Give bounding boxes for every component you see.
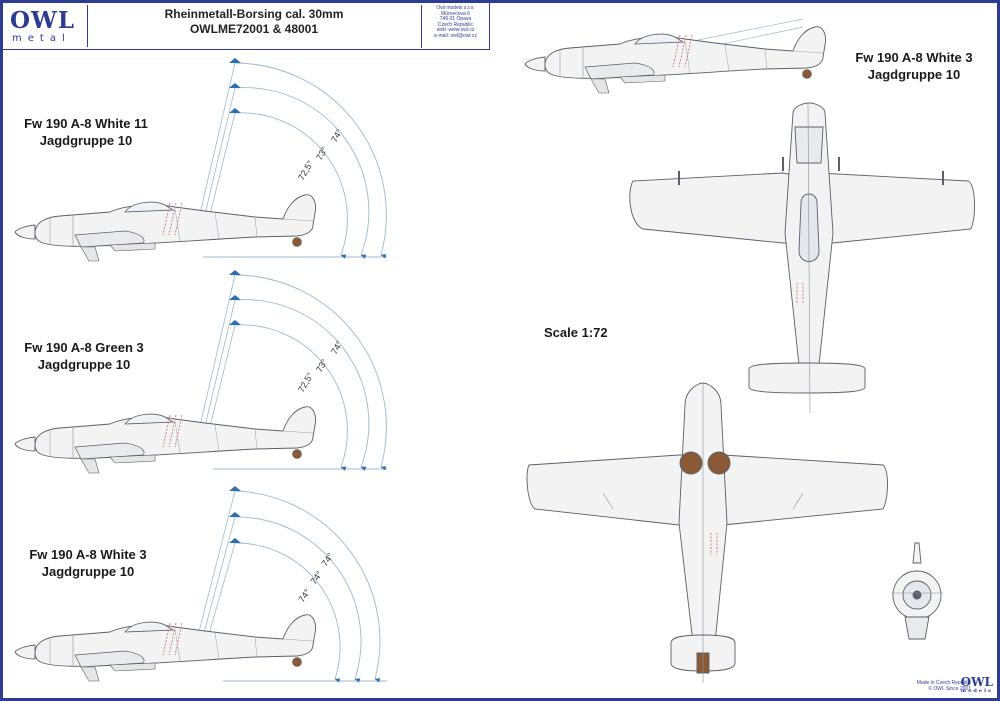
title-line-2: OWLME72001 & 48001: [189, 22, 319, 36]
caption-name: Fw 190 A-8 White 3: [29, 547, 147, 562]
angle-label: 72,5°: [296, 370, 315, 394]
address-line: Czech Republic: [437, 21, 474, 28]
footer-logo-text: OWL: [960, 675, 993, 689]
caption-profile-3: Fw 190 A-8 White 3 Jagdgruppe 10: [13, 546, 163, 580]
angle-label: 72,5°: [296, 158, 315, 182]
caption-unit: Jagdgruppe 10: [867, 67, 961, 82]
caption-profile-2: Fw 190 A-8 Green 3 Jagdgruppe 10: [9, 339, 159, 373]
caption-unit: Jagdgruppe 10: [39, 133, 133, 148]
angle-label: 73°: [314, 357, 330, 374]
footer-made-in: Made in Czech Republic: [916, 680, 971, 686]
profile-white-11: [14, 58, 387, 262]
scale-label: Scale 1:72: [544, 325, 608, 340]
aircraft-drawings: 74° 73° 72,5° 74° 73° 72,5° 74° 74° 74°: [14, 18, 975, 683]
caption-profile-1: Fw 190 A-8 White 11 Jagdgruppe 10: [11, 115, 161, 149]
address-line: web: www.owl.cz: [436, 27, 475, 33]
aircraft-front-view: [891, 542, 943, 640]
aircraft-bottom-view: [526, 382, 888, 683]
header-block: OWL metal Rheinmetall-Borsing cal. 30mm …: [3, 3, 490, 50]
sheet-title: Rheinmetall-Borsing cal. 30mm OWLME72001…: [89, 7, 419, 37]
footer-note: Made in Czech Republic © OWL Since 2001: [917, 680, 971, 692]
owl-models-logo: OWL models: [961, 675, 993, 694]
angle-label: 74°: [329, 127, 345, 144]
angle-label: 73°: [314, 145, 330, 162]
footer-logo-sub: models: [960, 688, 993, 694]
footer-copyright: © OWL Since 2001: [928, 686, 971, 692]
logo-sub-text: metal: [12, 33, 71, 44]
angle-label: 74°: [319, 551, 335, 568]
caption-unit: Jagdgruppe 10: [41, 564, 135, 579]
caption-name: Fw 190 A-8 White 11: [24, 116, 148, 131]
logo-main-text: OWL: [10, 7, 76, 34]
caption-unit: Jagdgruppe 10: [37, 357, 131, 372]
owl-metal-logo: OWL metal: [6, 5, 88, 47]
caption-name: Fw 190 A-8 Green 3: [24, 340, 144, 355]
company-address: Owl models s.r.o. Mûrnecova 6 746 01 Opa…: [421, 5, 489, 48]
profile-green-3: [14, 270, 387, 474]
profile-white-3-right: [524, 18, 826, 94]
angle-label: 74°: [329, 339, 345, 356]
address-line: 746 01 Opava: [439, 16, 472, 22]
caption-right-profile: Fw 190 A-8 White 3 Jagdgruppe 10: [839, 49, 989, 83]
profile-white-3-side: [14, 486, 387, 683]
address-line: e-mail: owl@owl.cz: [434, 32, 477, 39]
aircraft-top-view: [629, 102, 975, 414]
caption-name: Fw 190 A-8 White 3: [855, 50, 973, 65]
address-line: Owl models s.r.o.: [436, 5, 475, 11]
address-line: Mûrnecova 6: [441, 10, 470, 17]
title-line-1: Rheinmetall-Borsing cal. 30mm: [164, 7, 344, 21]
angle-label: 74°: [296, 587, 312, 604]
angle-label: 74°: [308, 569, 324, 586]
